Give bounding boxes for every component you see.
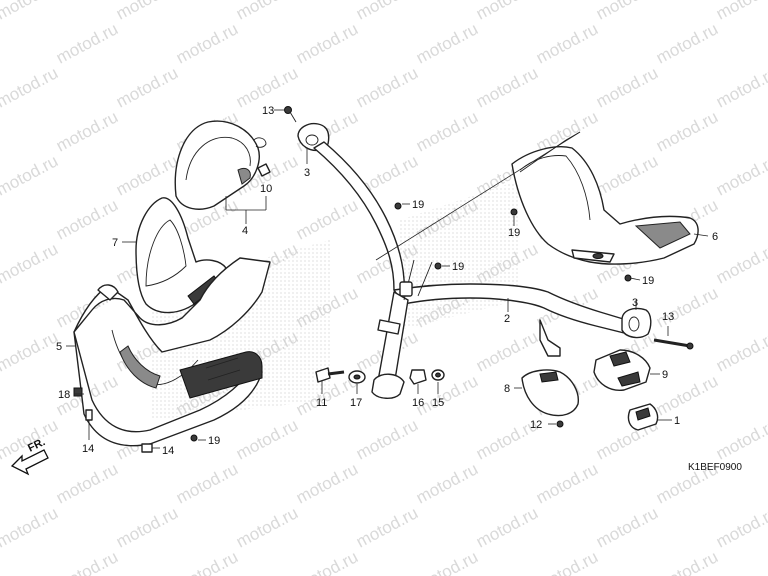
screw-part-19-c [510, 208, 518, 216]
callout-10: 10 [260, 183, 272, 195]
bolt-part-11 [315, 367, 345, 383]
callout-13-right: 13 [662, 311, 674, 323]
switch-part-1 [627, 403, 659, 431]
clip-part-10 [253, 137, 271, 177]
front-direction-arrow-icon: FR. [10, 436, 49, 476]
callout-14-b: 14 [162, 445, 174, 457]
screw-part-19-a [394, 202, 402, 210]
callout-3-top: 3 [304, 167, 310, 179]
callout-15: 15 [432, 397, 444, 409]
screw-part-19-b [434, 262, 442, 270]
callout-19-a: 19 [412, 199, 424, 211]
diagram-code: K1BEF0900 [688, 462, 742, 473]
callout-8: 8 [504, 383, 510, 395]
callout-6: 6 [712, 231, 718, 243]
callout-labels: 13 3 10 4 7 5 19 19 19 19 2 6 3 13 9 8 1… [56, 105, 742, 473]
callout-17: 17 [350, 397, 362, 409]
callout-11: 11 [316, 397, 327, 409]
callout-19-c: 19 [508, 227, 520, 239]
bolt-part-13-right [653, 338, 694, 350]
callout-5: 5 [56, 341, 62, 353]
callout-19-e: 19 [208, 435, 220, 447]
washer-part-17 [348, 370, 366, 384]
clip-part-14-a [85, 409, 93, 421]
handlebar-part-2 [313, 141, 641, 399]
switch-cover-part-8 [521, 369, 579, 417]
rear-cover-part-6 [511, 146, 699, 265]
callout-13-top: 13 [262, 105, 274, 117]
screw-part-12 [556, 420, 564, 428]
nut-part-16 [409, 369, 427, 385]
callout-9: 9 [662, 369, 668, 381]
screw-part-19-e [190, 434, 198, 442]
callout-2: 2 [504, 313, 510, 325]
washer-part-15 [431, 369, 445, 381]
bolt-part-18 [73, 387, 83, 397]
callout-1: 1 [674, 415, 680, 427]
callout-7: 7 [112, 237, 118, 249]
callout-14-a: 14 [82, 443, 94, 455]
rubber-mount-part-3-right [621, 307, 652, 339]
front-cover-part-5 [73, 257, 271, 447]
clip-part-14-b [141, 443, 153, 453]
callout-4: 4 [242, 225, 248, 237]
meter-visor-part-4 [174, 120, 260, 210]
switch-housing-part-9 [593, 349, 651, 391]
leader-lines [66, 109, 709, 449]
callout-19-b: 19 [452, 261, 464, 273]
callout-19-d: 19 [642, 275, 654, 287]
bolt-part-13-top [284, 106, 297, 123]
callout-16: 16 [412, 397, 424, 409]
callout-18: 18 [58, 389, 70, 401]
callout-12: 12 [530, 419, 542, 431]
callout-3-right: 3 [632, 297, 638, 309]
